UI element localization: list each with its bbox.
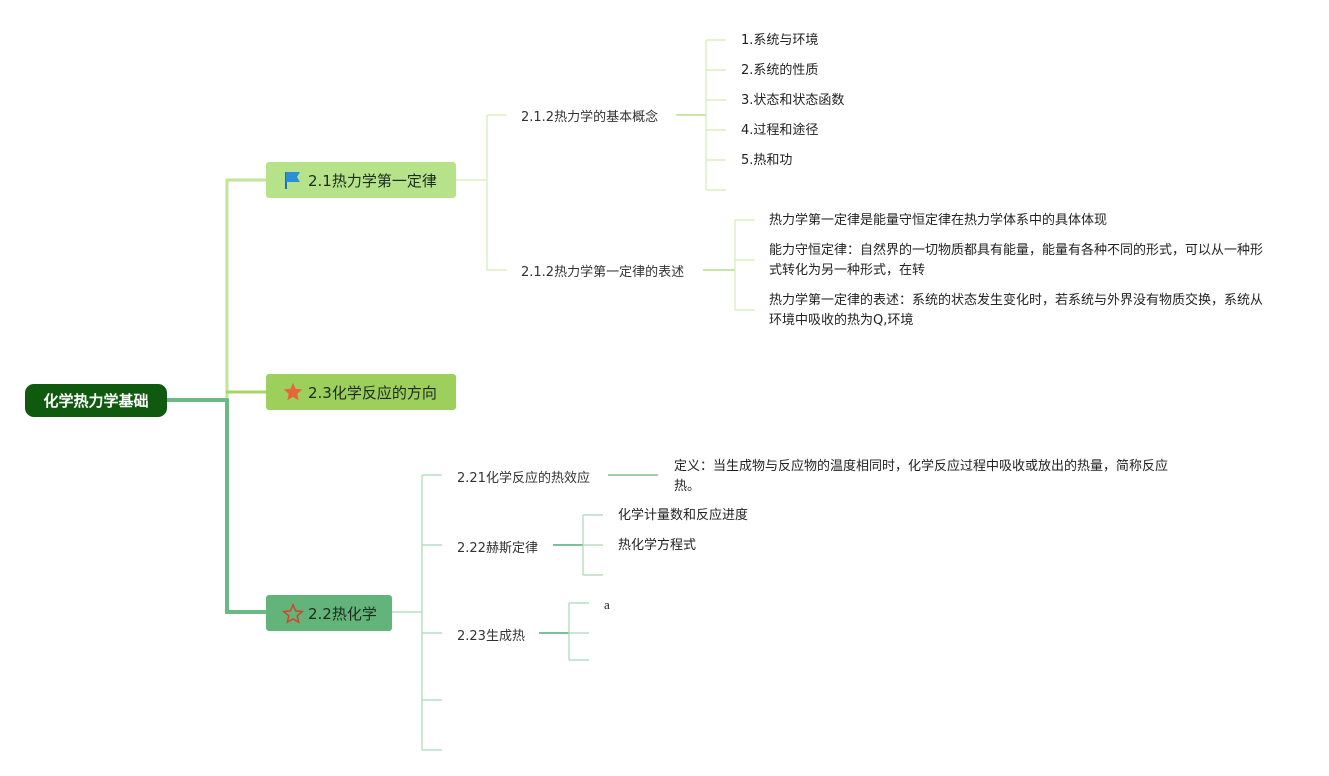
branch-label: 2.3化学反应的方向 bbox=[308, 383, 437, 402]
root-node[interactable]: 化学热力学基础 bbox=[25, 384, 167, 417]
subtopic-formation-heat[interactable]: 2.23生成热 bbox=[457, 628, 525, 644]
leaf-heat-work[interactable]: 5.热和功 bbox=[741, 153, 793, 168]
branch-thermochemistry[interactable]: 2.2热化学 bbox=[266, 595, 392, 631]
subtopic-hess-law[interactable]: 2.22赫斯定律 bbox=[457, 540, 538, 556]
leaf-reaction-heat-definition[interactable]: 定义：当生成物与反应物的温度相同时，化学反应过程中吸收或放出的热量，简称反应热。 bbox=[674, 459, 1169, 494]
leaf-stoichiometry[interactable]: 化学计量数和反应进度 bbox=[618, 508, 749, 523]
leaf-energy-conservation[interactable]: 能力守恒定律：自然界的一切物质都具有能量，能量有各种不同的形式，可以从一种形式转… bbox=[769, 243, 1264, 278]
subtopic-basic-concepts[interactable]: 2.1.2热力学的基本概念 bbox=[521, 109, 659, 125]
star-outline-icon bbox=[282, 602, 304, 624]
leaf-a[interactable]: a bbox=[604, 597, 610, 612]
subtopic-first-law-statement[interactable]: 2.1.2热力学第一定律的表述 bbox=[521, 264, 685, 280]
leaf-process-path[interactable]: 4.过程和途径 bbox=[741, 123, 819, 138]
leaf-system-environment[interactable]: 1.系统与环境 bbox=[741, 33, 819, 48]
branch-reaction-direction[interactable]: 2.3化学反应的方向 bbox=[266, 374, 456, 410]
leaf-first-law-conservation[interactable]: 热力学第一定律是能量守恒定律在热力学体系中的具体体现 bbox=[769, 213, 1108, 228]
blue-flag-icon bbox=[282, 169, 304, 191]
connector-branch-3 bbox=[225, 398, 268, 614]
branch-label: 2.2热化学 bbox=[308, 604, 377, 623]
subtopic-heat-effect[interactable]: 2.21化学反应的热效应 bbox=[457, 470, 590, 486]
branch-thermodynamics-first-law[interactable]: 2.1热力学第一定律 bbox=[266, 162, 456, 198]
leaf-thermochemical-equation[interactable]: 热化学方程式 bbox=[618, 538, 697, 553]
orange-star-icon bbox=[282, 381, 304, 403]
leaf-first-law-expression[interactable]: 热力学第一定律的表述：系统的状态发生变化时，若系统与外界没有物质交换，系统从环境… bbox=[769, 293, 1264, 328]
branch-label: 2.1热力学第一定律 bbox=[308, 171, 437, 190]
leaf-system-properties[interactable]: 2.系统的性质 bbox=[741, 63, 819, 78]
connector-branch-1 bbox=[225, 178, 268, 402]
leaf-state-functions[interactable]: 3.状态和状态函数 bbox=[741, 93, 845, 108]
